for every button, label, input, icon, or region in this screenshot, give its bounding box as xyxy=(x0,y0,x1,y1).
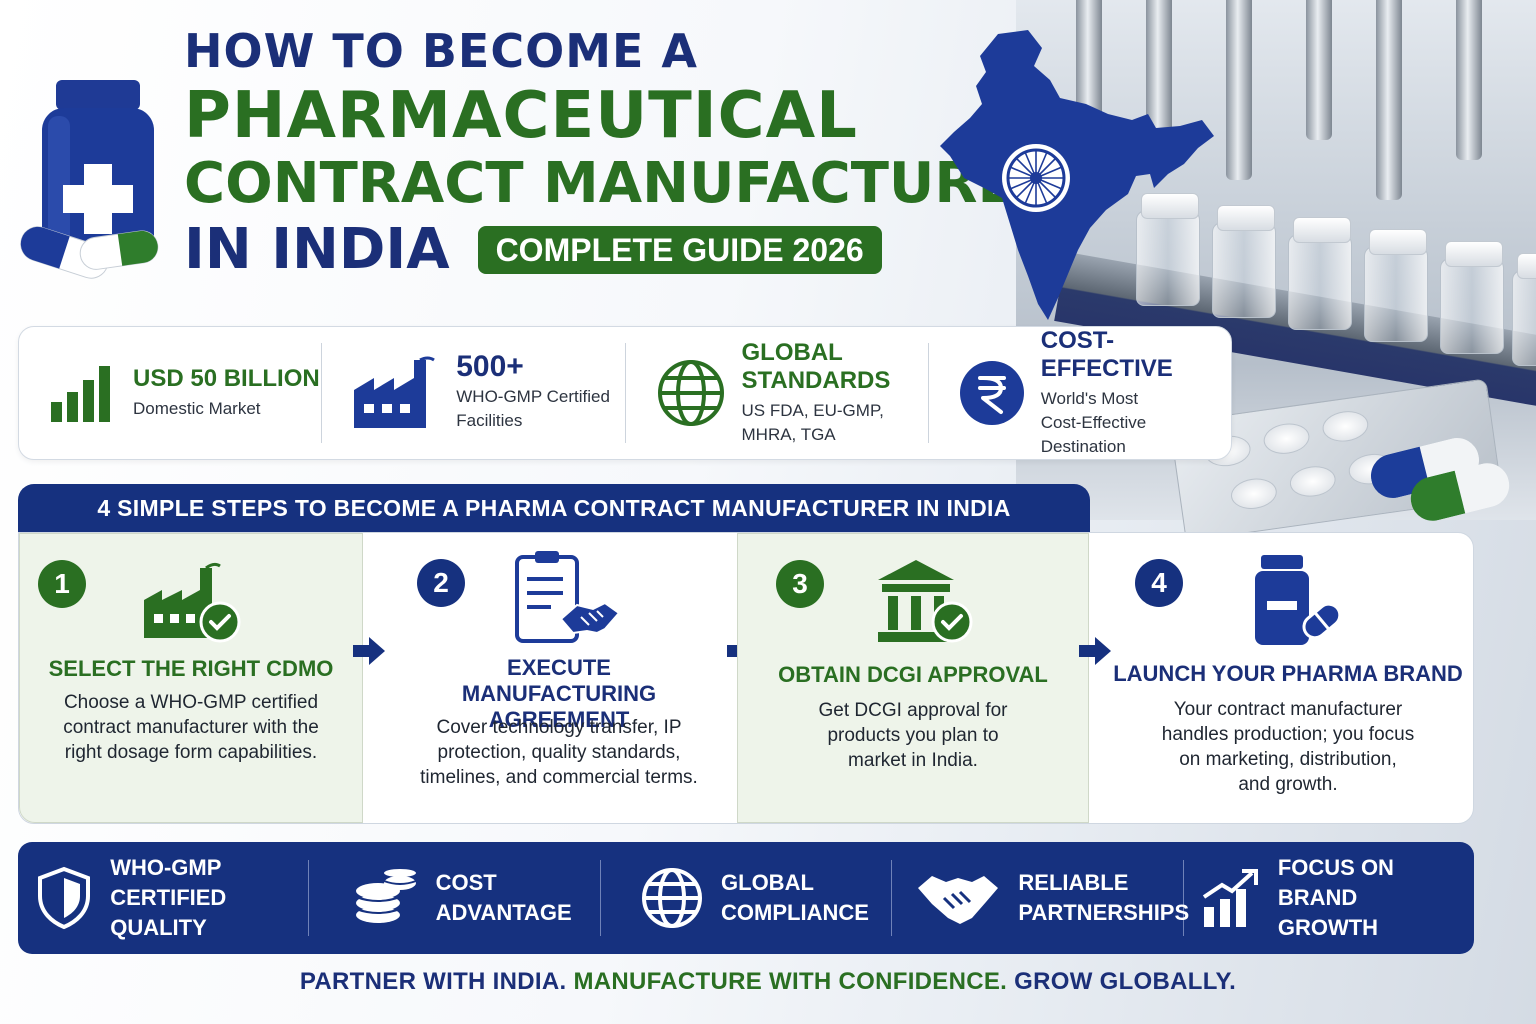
benefits-bar: WHO-GMP CERTIFIED QUALITY COST ADVANTAGE… xyxy=(18,842,1474,954)
step-title: SELECT THE RIGHT CDMO xyxy=(48,656,334,681)
benefit-label: RELIABLE PARTNERSHIPS xyxy=(1018,870,1190,925)
title-line-4: IN INDIA xyxy=(184,217,450,282)
benefit-compliance: GLOBAL COMPLIANCE xyxy=(601,860,893,936)
factory-check-icon xyxy=(144,562,241,643)
factory-icon xyxy=(354,356,436,428)
title-line-1: HOW TO BECOME A xyxy=(184,24,699,78)
steps-header: 4 SIMPLE STEPS TO BECOME A PHARMA CONTRA… xyxy=(18,484,1090,532)
arrow-right-icon xyxy=(1079,637,1111,665)
step-number: 3 xyxy=(776,560,824,608)
medicine-bottle-icon xyxy=(1255,555,1341,645)
arrow-right-icon xyxy=(353,637,385,665)
step-description: Your contract manufacturer handles produ… xyxy=(1161,699,1415,795)
step-1: 1 SELECT THE RIGHT CDMO Choose a WHO-GMP… xyxy=(19,533,363,823)
stat-title: USD 50 BILLION xyxy=(133,365,320,392)
step-title: OBTAIN DCGI APPROVAL xyxy=(778,662,1048,687)
step-number: 2 xyxy=(417,559,465,607)
shield-icon xyxy=(38,866,91,930)
tagline-part-3: GROW GLOBALLY. xyxy=(1014,968,1237,995)
benefit-quality: WHO-GMP CERTIFIED QUALITY xyxy=(18,855,310,940)
india-map-icon xyxy=(940,30,1214,320)
benefit-label: FOCUS ON BRAND GROWTH xyxy=(1277,855,1394,940)
step-description: Get DCGI approval for products you plan … xyxy=(818,700,1008,771)
tagline-part-1: PARTNER WITH INDIA. xyxy=(299,968,574,995)
stat-subtitle: Domestic Market xyxy=(133,399,261,418)
government-building-check-icon xyxy=(878,560,973,643)
medicine-bottle-icon xyxy=(42,80,154,258)
stats-panel: USD 50 BILLION Domestic Market 500+ WHO-… xyxy=(18,326,1232,460)
step-4: 4 LAUNCH YOUR PHARMA BRAND Your contract… xyxy=(1105,533,1471,823)
handshake-icon xyxy=(918,876,999,924)
benefit-partnerships: RELIABLE PARTNERSHIPS xyxy=(892,860,1190,936)
globe-icon xyxy=(657,360,724,426)
benefit-label: GLOBAL COMPLIANCE xyxy=(721,870,869,925)
stat-title: COST-EFFECTIVE xyxy=(1040,327,1173,382)
step-number: 1 xyxy=(38,560,86,608)
steps-panel: 1 SELECT THE RIGHT CDMO Choose a WHO-GMP… xyxy=(18,532,1474,824)
coins-icon xyxy=(355,869,416,923)
guide-badge: COMPLETE GUIDE 2026 xyxy=(477,226,882,274)
tagline: PARTNER WITH INDIA. MANUFACTURE WITH CON… xyxy=(0,968,1536,996)
rupee-icon xyxy=(959,361,1024,425)
stat-market-size: USD 50 BILLION Domestic Market xyxy=(19,343,323,443)
benefit-cost: COST ADVANTAGE xyxy=(309,860,601,936)
step-number: 4 xyxy=(1135,559,1183,607)
tagline-part-2: MANUFACTURE WITH CONFIDENCE. xyxy=(573,968,1015,995)
step-3: 3 OBTAIN DCGI APPROVAL Get DCGI approval… xyxy=(737,533,1089,823)
stat-subtitle: US FDA, EU-GMP, MHRA, TGA xyxy=(741,401,884,444)
benefit-label: COST ADVANTAGE xyxy=(435,870,572,925)
step-title: LAUNCH YOUR PHARMA BRAND xyxy=(1113,661,1463,686)
stat-subtitle: World's Most Cost-Effective Destination xyxy=(1040,389,1147,456)
globe-icon xyxy=(642,868,703,928)
stat-title: GLOBAL STANDARDS xyxy=(741,339,891,394)
page-title: HOW TO BECOME A PHARMACEUTICAL CONTRACT … xyxy=(184,28,1059,278)
bar-chart-icon xyxy=(51,366,110,422)
step-title: EXECUTE MANUFACTURING AGREEMENT xyxy=(461,655,657,732)
stat-facilities: 500+ WHO-GMP Certified Facilities xyxy=(322,343,626,443)
stat-title: 500+ xyxy=(456,350,524,383)
benefit-label: WHO-GMP CERTIFIED QUALITY xyxy=(110,855,227,940)
clipboard-handshake-icon xyxy=(515,551,621,643)
title-line-2: PHARMACEUTICAL xyxy=(184,79,858,153)
stat-global-standards: GLOBAL STANDARDS US FDA, EU-GMP, MHRA, T… xyxy=(626,339,929,444)
step-description: Choose a WHO-GMP certified contract manu… xyxy=(63,692,319,763)
growth-chart-icon xyxy=(1202,869,1258,927)
step-2: 2 EXECUTE MANUFACTURING AGREEMENT Cover … xyxy=(383,533,735,823)
stat-subtitle: WHO-GMP Certified Facilities xyxy=(456,387,610,430)
title-line-3: CONTRACT MANUFACTURER xyxy=(184,151,1059,216)
stat-cost-effective: COST-EFFECTIVE World's Most Cost-Effecti… xyxy=(929,327,1231,456)
step-description: Cover technology transfer, IP protection… xyxy=(420,717,698,788)
benefit-brand-growth: FOCUS ON BRAND GROWTH xyxy=(1184,855,1474,940)
capsules-icon xyxy=(20,226,159,279)
